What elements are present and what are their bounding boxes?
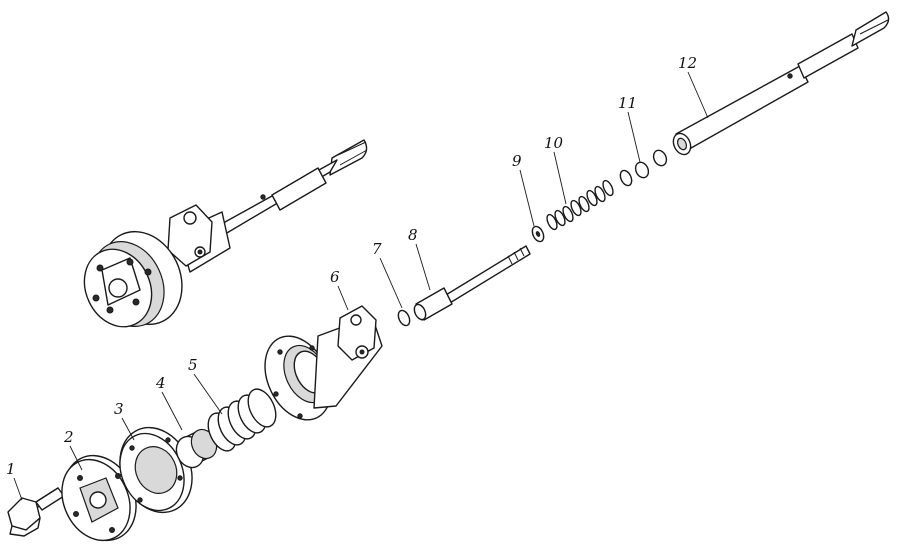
leader-7 xyxy=(379,257,403,309)
leader-5 xyxy=(193,373,223,415)
leader-12 xyxy=(687,71,709,119)
part-11-nuts xyxy=(619,149,668,187)
part-6-housing xyxy=(264,305,383,421)
part-3-hub xyxy=(119,426,193,514)
leader-10 xyxy=(553,151,567,205)
part-7-snap-ring xyxy=(397,309,411,327)
assembled-shaft xyxy=(83,139,368,328)
part-label-10: 10 xyxy=(544,134,564,152)
part-5-spring xyxy=(207,388,277,452)
leader-9 xyxy=(519,169,535,227)
leader-4 xyxy=(161,391,183,431)
leader-2 xyxy=(69,445,83,471)
leader-1 xyxy=(13,477,23,501)
part-label-11: 11 xyxy=(618,94,637,112)
part-1-bolt xyxy=(7,487,65,537)
part-label-5: 5 xyxy=(188,356,198,374)
part-9-washer xyxy=(531,225,545,243)
part-label-1: 1 xyxy=(6,460,16,478)
part-label-7: 7 xyxy=(372,240,382,258)
leader-11 xyxy=(627,111,641,163)
part-labels: 1 2 3 4 5 6 7 8 9 10 11 12 xyxy=(6,54,697,478)
leader-8 xyxy=(415,243,431,291)
part-label-6: 6 xyxy=(330,268,340,286)
part-10-spring xyxy=(546,179,614,231)
part-label-3: 3 xyxy=(114,400,124,418)
part-8-rod xyxy=(413,245,531,321)
assembled-shaft-spline xyxy=(329,139,368,176)
leader-lines xyxy=(13,71,709,501)
part-4-bushing xyxy=(175,428,218,469)
part-label-8: 8 xyxy=(408,226,418,244)
part-label-12: 12 xyxy=(678,54,697,72)
leader-3 xyxy=(121,417,135,441)
part-label-4: 4 xyxy=(155,374,166,392)
part-label-2: 2 xyxy=(63,428,74,446)
part-2-flange xyxy=(61,454,137,542)
leader-6 xyxy=(337,285,349,311)
part-label-9: 9 xyxy=(512,152,522,170)
part-12-tube-shaft xyxy=(672,11,890,156)
